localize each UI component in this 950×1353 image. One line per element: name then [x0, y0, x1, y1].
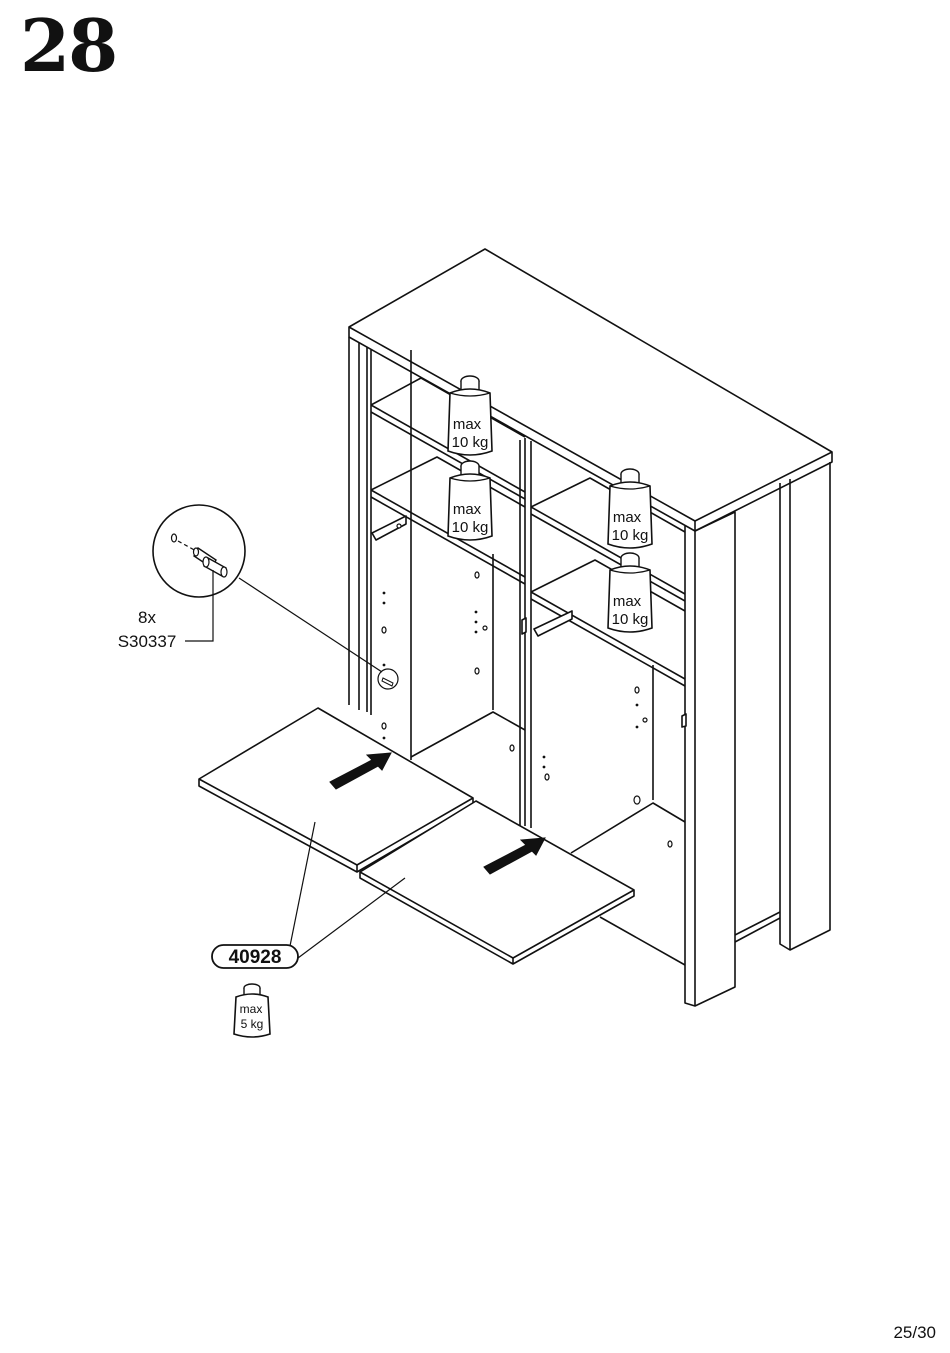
weight-bottom-line2: 5 kg	[241, 1017, 264, 1031]
weight-upper-right-line1: max	[613, 509, 642, 526]
hardware-quantity: 8x	[138, 608, 156, 627]
page-number: 25/30	[893, 1323, 936, 1342]
weight-upper-right-shelf: max 10 kg	[607, 468, 653, 549]
weight-lower-right-line1: max	[613, 593, 642, 610]
hardware-code: S30337	[118, 632, 177, 651]
weight-lower-right-shelf: max 10 kg	[607, 552, 653, 633]
weight-upper-right-line2: 10 kg	[612, 527, 649, 544]
arrow-left-board	[329, 752, 392, 790]
drill-holes	[381, 523, 673, 848]
weight-top-line1: max	[453, 416, 482, 433]
arrow-right-board	[483, 837, 546, 875]
part-label-40928: 40928	[211, 944, 299, 969]
weight-middle-left-shelf: max 10 kg	[447, 460, 493, 541]
part-code: 40928	[229, 947, 282, 968]
weight-lower-right-line2: 10 kg	[612, 611, 649, 628]
weight-middle-line1: max	[453, 501, 482, 518]
weight-top-shelf: max 10 kg	[447, 375, 493, 456]
weight-top-line2: 10 kg	[452, 434, 489, 451]
weight-bottom-line1: max	[240, 1002, 263, 1016]
part-callout-leaders	[289, 821, 406, 959]
weight-middle-line2: 10 kg	[452, 519, 489, 536]
shelf-board-right	[359, 800, 635, 965]
step-number: 28	[20, 3, 118, 88]
shelf-board-left	[198, 707, 474, 873]
weight-bottom-board: max 5 kg	[233, 983, 271, 1038]
hardware-detail: 8x S30337	[118, 504, 399, 690]
pin-dots	[382, 591, 639, 769]
